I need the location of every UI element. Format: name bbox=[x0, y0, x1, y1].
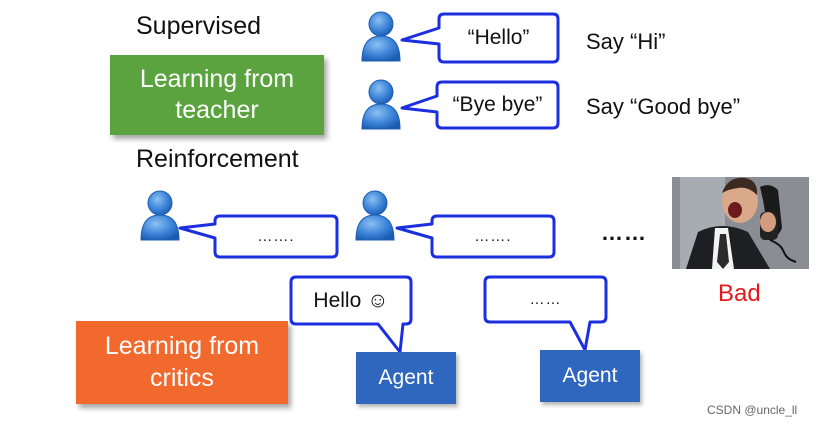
speech-bubble-hello bbox=[400, 12, 560, 64]
agent-speech-bubble-hello bbox=[289, 275, 413, 354]
person-icon bbox=[361, 79, 401, 130]
reinforcement-heading: Reinforcement bbox=[136, 145, 299, 173]
agent-speech-dots: …… bbox=[529, 291, 562, 308]
agent-speech-bubble-dots bbox=[483, 275, 608, 352]
utterance-bye-bye: “Bye bye” bbox=[452, 93, 543, 116]
learning-from-teacher-label: Learning from teacher bbox=[139, 64, 295, 124]
person-icon bbox=[361, 11, 401, 62]
person-icon bbox=[140, 190, 180, 241]
continuation-ellipsis: …… bbox=[601, 220, 647, 245]
utterance-hello: “Hello” bbox=[467, 26, 530, 49]
response-say-good-bye: Say “Good bye” bbox=[586, 94, 741, 119]
person-icon bbox=[355, 190, 395, 241]
speech-bubble-bye-bye bbox=[400, 80, 560, 130]
learning-from-critics-box: Learning from critics bbox=[76, 321, 288, 404]
speech-bubble-dialogue-1 bbox=[178, 214, 339, 259]
dialogue-bubble-1-text: ……. bbox=[257, 228, 295, 245]
feedback-bad: Bad bbox=[718, 280, 761, 307]
response-say-hi: Say “Hi” bbox=[586, 29, 666, 54]
speech-bubble-dialogue-2 bbox=[395, 214, 556, 259]
learning-from-teacher-box: Learning from teacher bbox=[110, 55, 324, 135]
agent-box-1: Agent bbox=[356, 352, 456, 404]
supervised-heading: Supervised bbox=[136, 12, 262, 40]
learning-from-critics-label: Learning from critics bbox=[104, 332, 260, 392]
agent-speech-hello: Hello ☺ bbox=[313, 288, 389, 312]
agent-box-2: Agent bbox=[540, 350, 640, 402]
dialogue-bubble-2-text: ……. bbox=[474, 228, 512, 245]
watermark: CSDN @uncle_ll bbox=[707, 403, 798, 417]
angry-man-phone-photo bbox=[672, 177, 809, 269]
